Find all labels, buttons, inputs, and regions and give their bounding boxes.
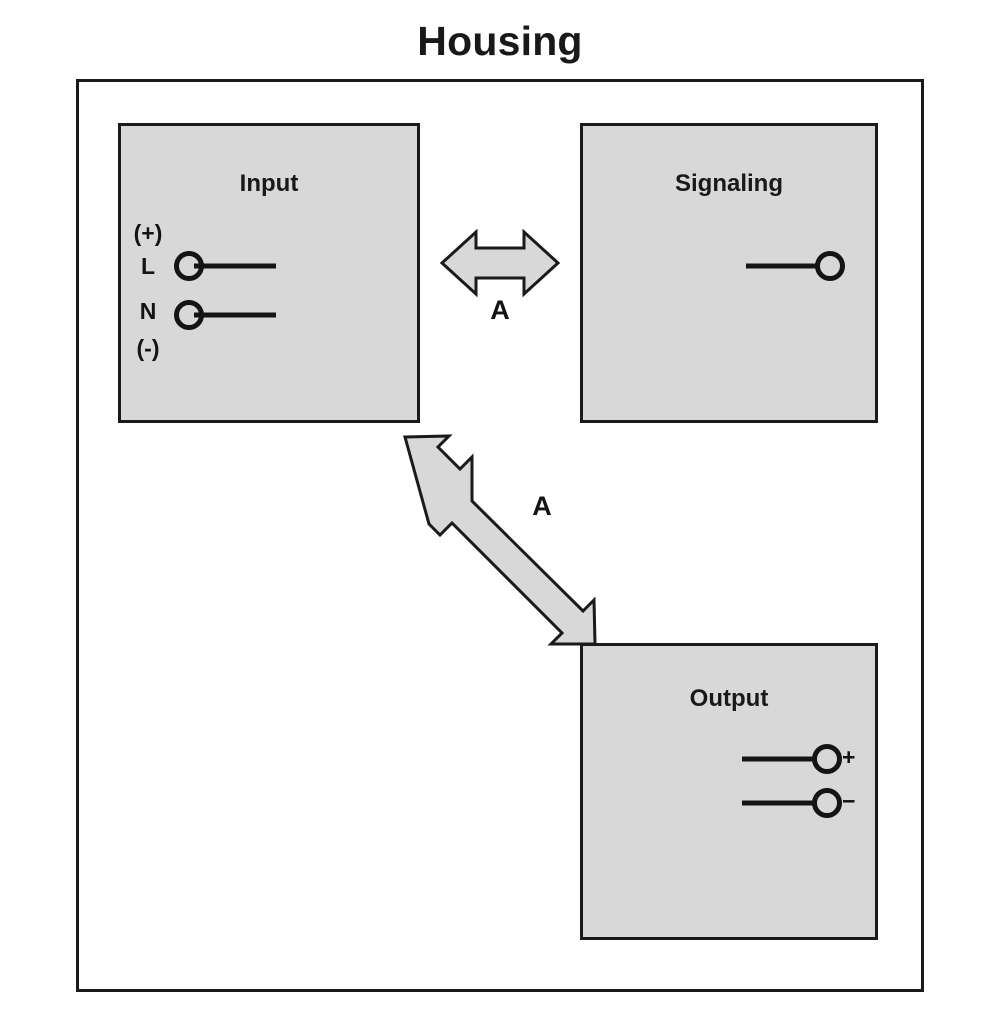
arrow-diagonal-double[interactable] <box>403 434 597 646</box>
circle-terminal-output-plus <box>812 744 842 774</box>
input-polarity-positive-label: (+) <box>133 220 163 246</box>
terminal-output-minus[interactable] <box>742 788 842 818</box>
terminal-input-n[interactable] <box>174 300 277 330</box>
circle-terminal-signaling <box>815 251 845 281</box>
block-title-signaling: Signaling <box>675 170 783 197</box>
arrow-label-horizontal: A <box>490 295 510 325</box>
page-title: Housing <box>417 18 583 64</box>
output-terminal-label-minus: − <box>842 788 856 814</box>
block-input[interactable] <box>118 123 420 423</box>
terminal-output-plus[interactable] <box>742 744 842 774</box>
terminal-input-l[interactable] <box>174 251 277 281</box>
block-title-output: Output <box>689 685 769 712</box>
circle-terminal-output-minus <box>812 788 842 818</box>
circle-terminal-input-l <box>174 251 204 281</box>
input-terminal-label-l: L <box>140 253 156 279</box>
circle-terminal-input-n <box>174 300 204 330</box>
arrow-label-diagonal: A <box>532 491 552 521</box>
block-signaling[interactable] <box>580 123 878 423</box>
block-title-input: Input <box>239 170 299 197</box>
input-terminal-label-n: N <box>139 298 157 324</box>
arrow-horizontal-double[interactable] <box>439 228 561 298</box>
input-polarity-negative-label: (-) <box>136 335 160 361</box>
output-terminal-label-plus: + <box>842 744 856 770</box>
terminal-signaling[interactable] <box>746 251 845 281</box>
